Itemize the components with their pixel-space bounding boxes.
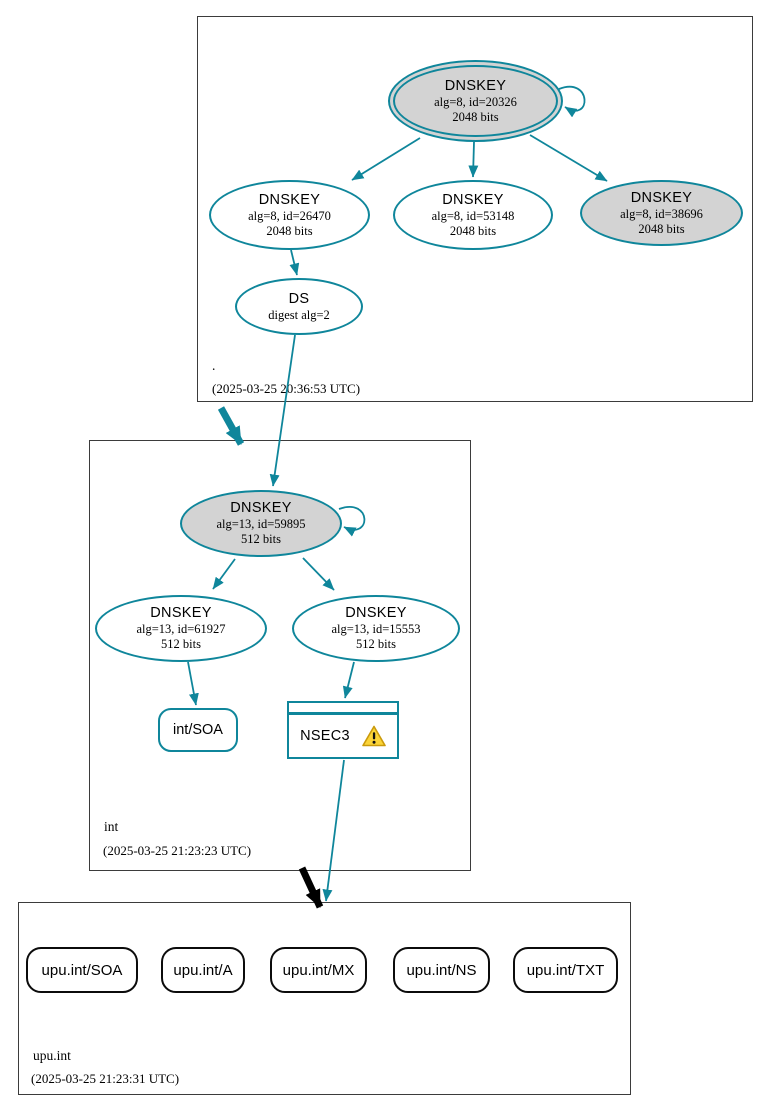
dnskey-node-59895: DNSKEY alg=13, id=59895 512 bits bbox=[180, 490, 342, 557]
rrset-label: upu.int/MX bbox=[282, 961, 355, 979]
zone-name-upu-int: upu.int bbox=[33, 1048, 71, 1063]
warning-triangle-icon bbox=[362, 725, 386, 747]
dnskey-title: DNSKEY bbox=[444, 77, 507, 94]
dnskey-alg-id: alg=8, id=26470 bbox=[248, 208, 331, 223]
dnskey-title: DNSKEY bbox=[150, 605, 212, 621]
edge-delegation-root-int bbox=[217, 406, 245, 446]
zone-timestamp-upu-int: (2025-03-25 21:23:31 UTC) bbox=[31, 1071, 180, 1086]
dnskey-bits: 2048 bits bbox=[452, 109, 499, 124]
dnskey-node-53148: DNSKEY alg=8, id=53148 2048 bits bbox=[393, 180, 553, 250]
nsec3-header-bar bbox=[289, 703, 397, 715]
rrset-node-upu-txt: upu.int/TXT bbox=[513, 947, 618, 993]
dnskey-title: DNSKEY bbox=[442, 191, 504, 208]
dnskey-alg-id: alg=8, id=20326 bbox=[434, 94, 517, 109]
nsec3-body: NSEC3 bbox=[289, 715, 397, 757]
dnskey-node-61927: DNSKEY alg=13, id=61927 512 bits bbox=[95, 595, 267, 662]
dnskey-node-38696: DNSKEY alg=8, id=38696 2048 bits bbox=[580, 180, 743, 246]
ds-title: DS bbox=[288, 290, 310, 307]
rrset-label: int/SOA bbox=[173, 722, 223, 738]
rrset-label: upu.int/TXT bbox=[526, 961, 605, 979]
dnskey-bits: 512 bits bbox=[161, 637, 201, 651]
ds-node: DS digest alg=2 bbox=[235, 278, 363, 335]
dnskey-title: DNSKEY bbox=[630, 189, 693, 206]
dnskey-bits: 512 bits bbox=[356, 637, 396, 651]
zone-box-root bbox=[197, 16, 753, 402]
dnskey-alg-id: alg=13, id=15553 bbox=[331, 622, 421, 636]
dnskey-alg-id: alg=13, id=61927 bbox=[136, 622, 226, 636]
zone-timestamp-root: (2025-03-25 20:36:53 UTC) bbox=[212, 381, 361, 396]
zone-name-int: int bbox=[104, 819, 119, 834]
dnskey-node-15553: DNSKEY alg=13, id=15553 512 bits bbox=[292, 595, 460, 662]
dnskey-bits: 2048 bits bbox=[449, 223, 497, 238]
rrset-node-upu-soa: upu.int/SOA bbox=[26, 947, 138, 993]
dnskey-node-20326: DNSKEY alg=8, id=20326 2048 bits bbox=[388, 60, 563, 142]
zone-timestamp-int: (2025-03-25 21:23:23 UTC) bbox=[103, 843, 252, 858]
dnskey-title: DNSKEY bbox=[258, 191, 321, 208]
dnskey-bits: 2048 bits bbox=[638, 221, 685, 236]
nsec3-node: NSEC3 bbox=[287, 701, 399, 759]
dnskey-alg-id: alg=13, id=59895 bbox=[216, 517, 306, 531]
zone-box-upu-int bbox=[18, 902, 631, 1095]
dnskey-title: DNSKEY bbox=[345, 605, 407, 621]
rrset-label: upu.int/NS bbox=[406, 961, 477, 979]
rrset-node-upu-ns: upu.int/NS bbox=[393, 947, 490, 993]
ds-digest: digest alg=2 bbox=[268, 307, 330, 322]
nsec3-label: NSEC3 bbox=[300, 728, 350, 744]
zone-name-root: . bbox=[212, 358, 216, 373]
rrset-node-int-soa: int/SOA bbox=[158, 708, 238, 752]
rrset-label: upu.int/SOA bbox=[41, 961, 123, 979]
rrset-node-upu-a: upu.int/A bbox=[161, 947, 245, 993]
rrset-node-upu-mx: upu.int/MX bbox=[270, 947, 367, 993]
dnskey-title: DNSKEY bbox=[230, 500, 292, 516]
dnskey-bits: 512 bits bbox=[241, 532, 281, 546]
dnskey-node-26470: DNSKEY alg=8, id=26470 2048 bits bbox=[209, 180, 370, 250]
rrset-label: upu.int/A bbox=[173, 961, 233, 979]
dnskey-alg-id: alg=8, id=53148 bbox=[431, 208, 515, 223]
dnskey-alg-id: alg=8, id=38696 bbox=[620, 206, 703, 221]
dnskey-bits: 2048 bits bbox=[266, 223, 313, 238]
